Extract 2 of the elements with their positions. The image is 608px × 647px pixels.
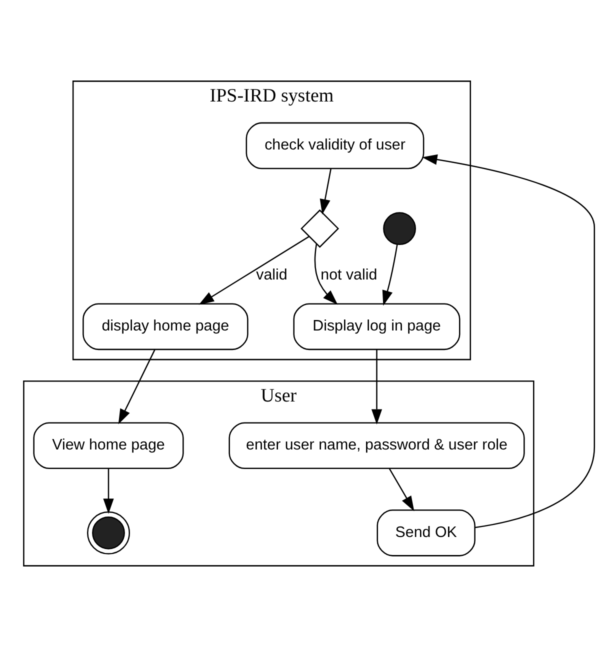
edge-label: not valid	[320, 266, 378, 284]
edge-label: valid	[256, 266, 288, 284]
